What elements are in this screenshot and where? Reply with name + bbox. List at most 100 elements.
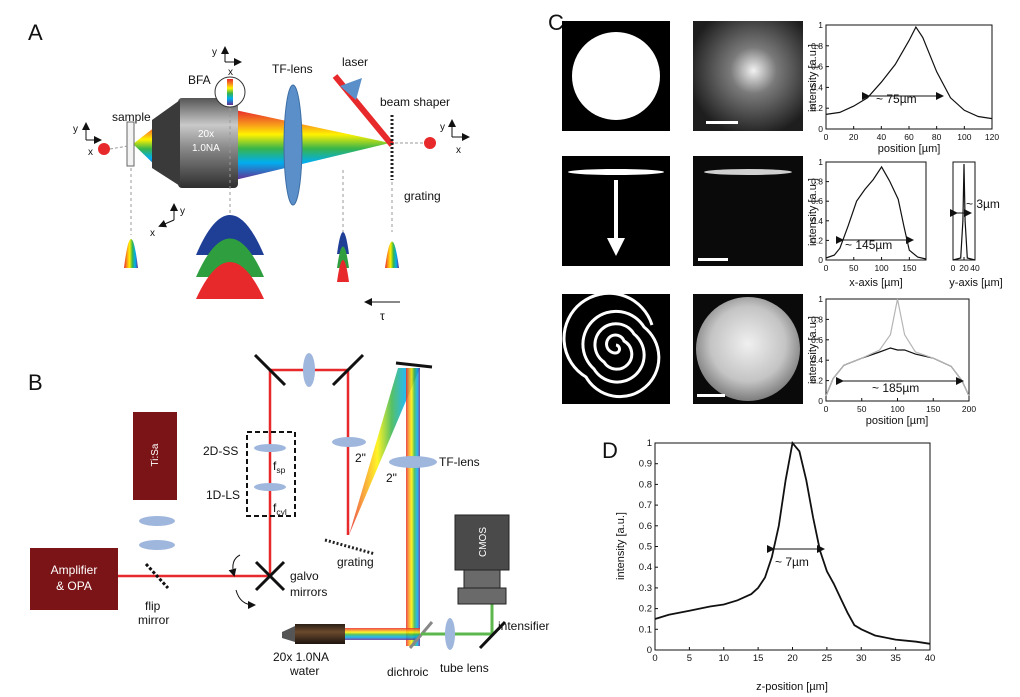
x-tick-label: 40: [970, 263, 980, 273]
amplifier-label-2: & OPA: [56, 579, 92, 593]
grating-b-label: grating: [337, 555, 374, 569]
c1-xlabel: position [µm]: [878, 143, 941, 155]
tau-label: τ: [380, 309, 385, 323]
axes-left: y x: [73, 122, 102, 158]
relay-lens-1: [139, 516, 175, 526]
y-tick-label: 0.3: [639, 583, 652, 594]
y-tick-label: 0: [647, 645, 652, 656]
image-disk: [693, 21, 803, 131]
chart-frame-d: [654, 442, 931, 651]
fsp-lens: [254, 444, 286, 452]
d-annotation: ~ 7µm: [775, 555, 809, 569]
series-line-c-middle-0: [825, 165, 927, 260]
x-tick-label: 100: [874, 263, 888, 273]
y-tick-label: 0.8: [811, 41, 823, 51]
guide-lines: [130, 108, 393, 235]
series-line-c-top-0: [825, 25, 993, 120]
cmos-label: CMOS: [478, 527, 489, 557]
x-tick-label: 150: [926, 404, 940, 414]
top-mirror-b: [395, 361, 433, 369]
objective-mag-label: 20x: [198, 129, 214, 140]
y-tick-label: 0.9: [639, 459, 652, 470]
d-xlabel: z-position [µm]: [756, 681, 828, 693]
panel-label-b: B: [28, 370, 43, 395]
bfa-label: BFA: [188, 73, 211, 87]
c3-xlabel: position [µm]: [866, 415, 929, 427]
flip-mirror-label-2: mirror: [138, 613, 169, 627]
y-tick-label: 0.8: [811, 177, 823, 187]
x-tick-label: 80: [932, 132, 942, 142]
tube-lens: [445, 618, 455, 650]
d-ylabel: intensity [a.u.]: [615, 512, 627, 580]
intensifier-label: intensifier: [498, 619, 549, 633]
axis-label-y: y: [440, 122, 445, 133]
y-tick-label: 0.2: [811, 103, 823, 113]
x-tick-label: 20: [849, 132, 859, 142]
x-tick-label: 5: [687, 653, 692, 664]
x-tick-label: 20: [959, 263, 969, 273]
panel-label-c: C: [548, 10, 564, 35]
series-line-c-middle-inset-0: [952, 163, 976, 261]
c1-ylabel: intensity [a.u.]: [807, 44, 819, 112]
c2-xlabel: x-axis [µm]: [849, 277, 902, 289]
cmos-camera: CMOS: [454, 514, 510, 605]
beam-dot-left: [98, 143, 110, 155]
y-tick-label: 1: [818, 157, 823, 167]
galvo-label-2: mirrors: [290, 585, 327, 599]
rainbow-to-objective: [345, 628, 420, 640]
y-tick-label: 0: [818, 255, 823, 265]
tisa-box: [133, 412, 177, 500]
flip-mirror-label-1: flip: [145, 599, 161, 613]
x-tick-label: 0: [951, 263, 956, 273]
galvo-mirrors: [228, 554, 286, 609]
x-tick-label: 150: [902, 263, 916, 273]
chart-frame-c2: [825, 161, 927, 261]
amplifier-box: [30, 548, 118, 610]
relay-lens-top: [303, 353, 315, 387]
tube-lens-label: tube lens: [440, 661, 489, 675]
x-tick-label: 0: [824, 132, 829, 142]
y-tick-label: 0.6: [811, 62, 823, 72]
scale-bar-1: [706, 121, 738, 124]
y-tick-label: 0.2: [811, 376, 823, 386]
y-tick-label: 0.5: [639, 542, 652, 553]
grating-b: [324, 538, 376, 556]
x-tick-label: 60: [904, 132, 914, 142]
y-tick-label: 1: [647, 438, 652, 449]
panel-label-d: D: [602, 438, 618, 463]
axis-label-x: x: [150, 228, 155, 239]
rainbow-fan-b: [349, 368, 420, 535]
y-tick-label: 0.1: [639, 624, 652, 635]
bfa-inset: BFA: [188, 73, 246, 108]
y-tick-label: 0.2: [811, 235, 823, 245]
x-tick-label: 100: [957, 132, 971, 142]
y-tick-label: 0.7: [639, 500, 652, 511]
panel-b: B Ti:Sa Amplifier & OPA flip mirror 2D-S…: [28, 353, 549, 679]
c2-inset-annotation: ~ 3µm: [966, 197, 1000, 211]
y-tick-label: 0.6: [811, 196, 823, 206]
c1-annotation: ~ 75µm: [876, 92, 917, 106]
x-tick-label: 120: [985, 132, 999, 142]
lens-switch-box: [246, 431, 296, 517]
axis-label-y: y: [73, 124, 78, 135]
dichroic-label: dichroic: [387, 665, 428, 679]
mirror-2: [331, 353, 365, 387]
y-tick-label: 0.8: [811, 314, 823, 324]
y-tick-label: 0.4: [639, 562, 652, 573]
ss-label: 2D-SS: [203, 444, 238, 458]
y-tick-label: 0: [818, 124, 823, 134]
fold-mirror: [478, 620, 507, 650]
mirror-1: [253, 353, 287, 387]
y-tick-label: 0.8: [639, 479, 652, 490]
flip-mirror: [144, 562, 170, 590]
laser-label: laser: [342, 55, 368, 69]
tf-lens-a: [283, 84, 303, 206]
objective-a: 20x 1.0NA: [152, 98, 238, 188]
x-tick-label: 0: [652, 653, 657, 664]
series-line-c-bottom-1: [825, 298, 970, 397]
y-tick-label: 0.2: [639, 604, 652, 615]
beam-shaper-label: beam shaper: [380, 95, 450, 109]
x-tick-label: 10: [718, 653, 729, 664]
